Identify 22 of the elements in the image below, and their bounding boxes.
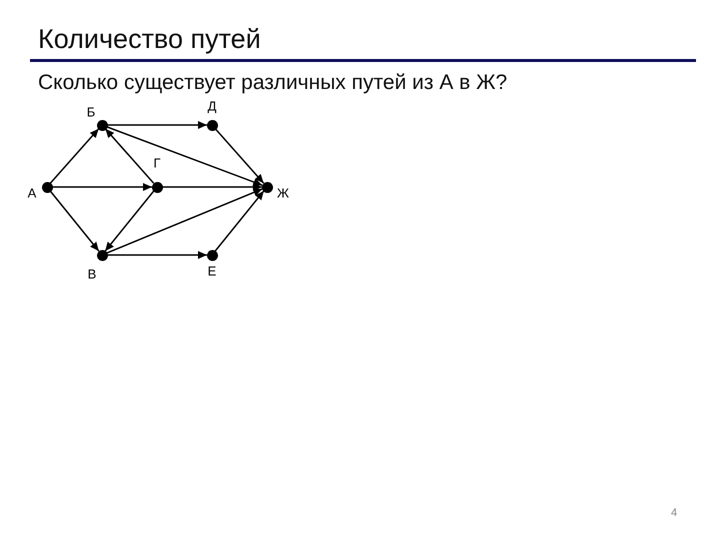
vertex-label: Г bbox=[153, 156, 161, 170]
arrow bbox=[50, 190, 100, 252]
page-number: 4 bbox=[670, 506, 678, 520]
arrow bbox=[104, 128, 154, 184]
arrow bbox=[104, 190, 154, 252]
vertex-label: А bbox=[28, 186, 36, 200]
arrow bbox=[107, 251, 207, 259]
arrow bbox=[106, 126, 263, 186]
vertex-label: Е bbox=[208, 264, 216, 278]
vertex-label: Б bbox=[86, 104, 96, 120]
vertex-label: В bbox=[88, 266, 96, 282]
slide-title: Количество путей bbox=[38, 23, 261, 56]
arrow bbox=[52, 183, 152, 191]
vertex-label: Д bbox=[208, 98, 216, 114]
arrow bbox=[214, 128, 264, 184]
vertex-label: Ж bbox=[277, 186, 289, 200]
arrow bbox=[162, 183, 262, 191]
arrow bbox=[107, 121, 207, 129]
arrow bbox=[106, 188, 263, 254]
arrow bbox=[50, 128, 100, 184]
question-text: Сколько существует различных путей из А в Ж? bbox=[38, 70, 508, 96]
arrow bbox=[214, 190, 264, 252]
